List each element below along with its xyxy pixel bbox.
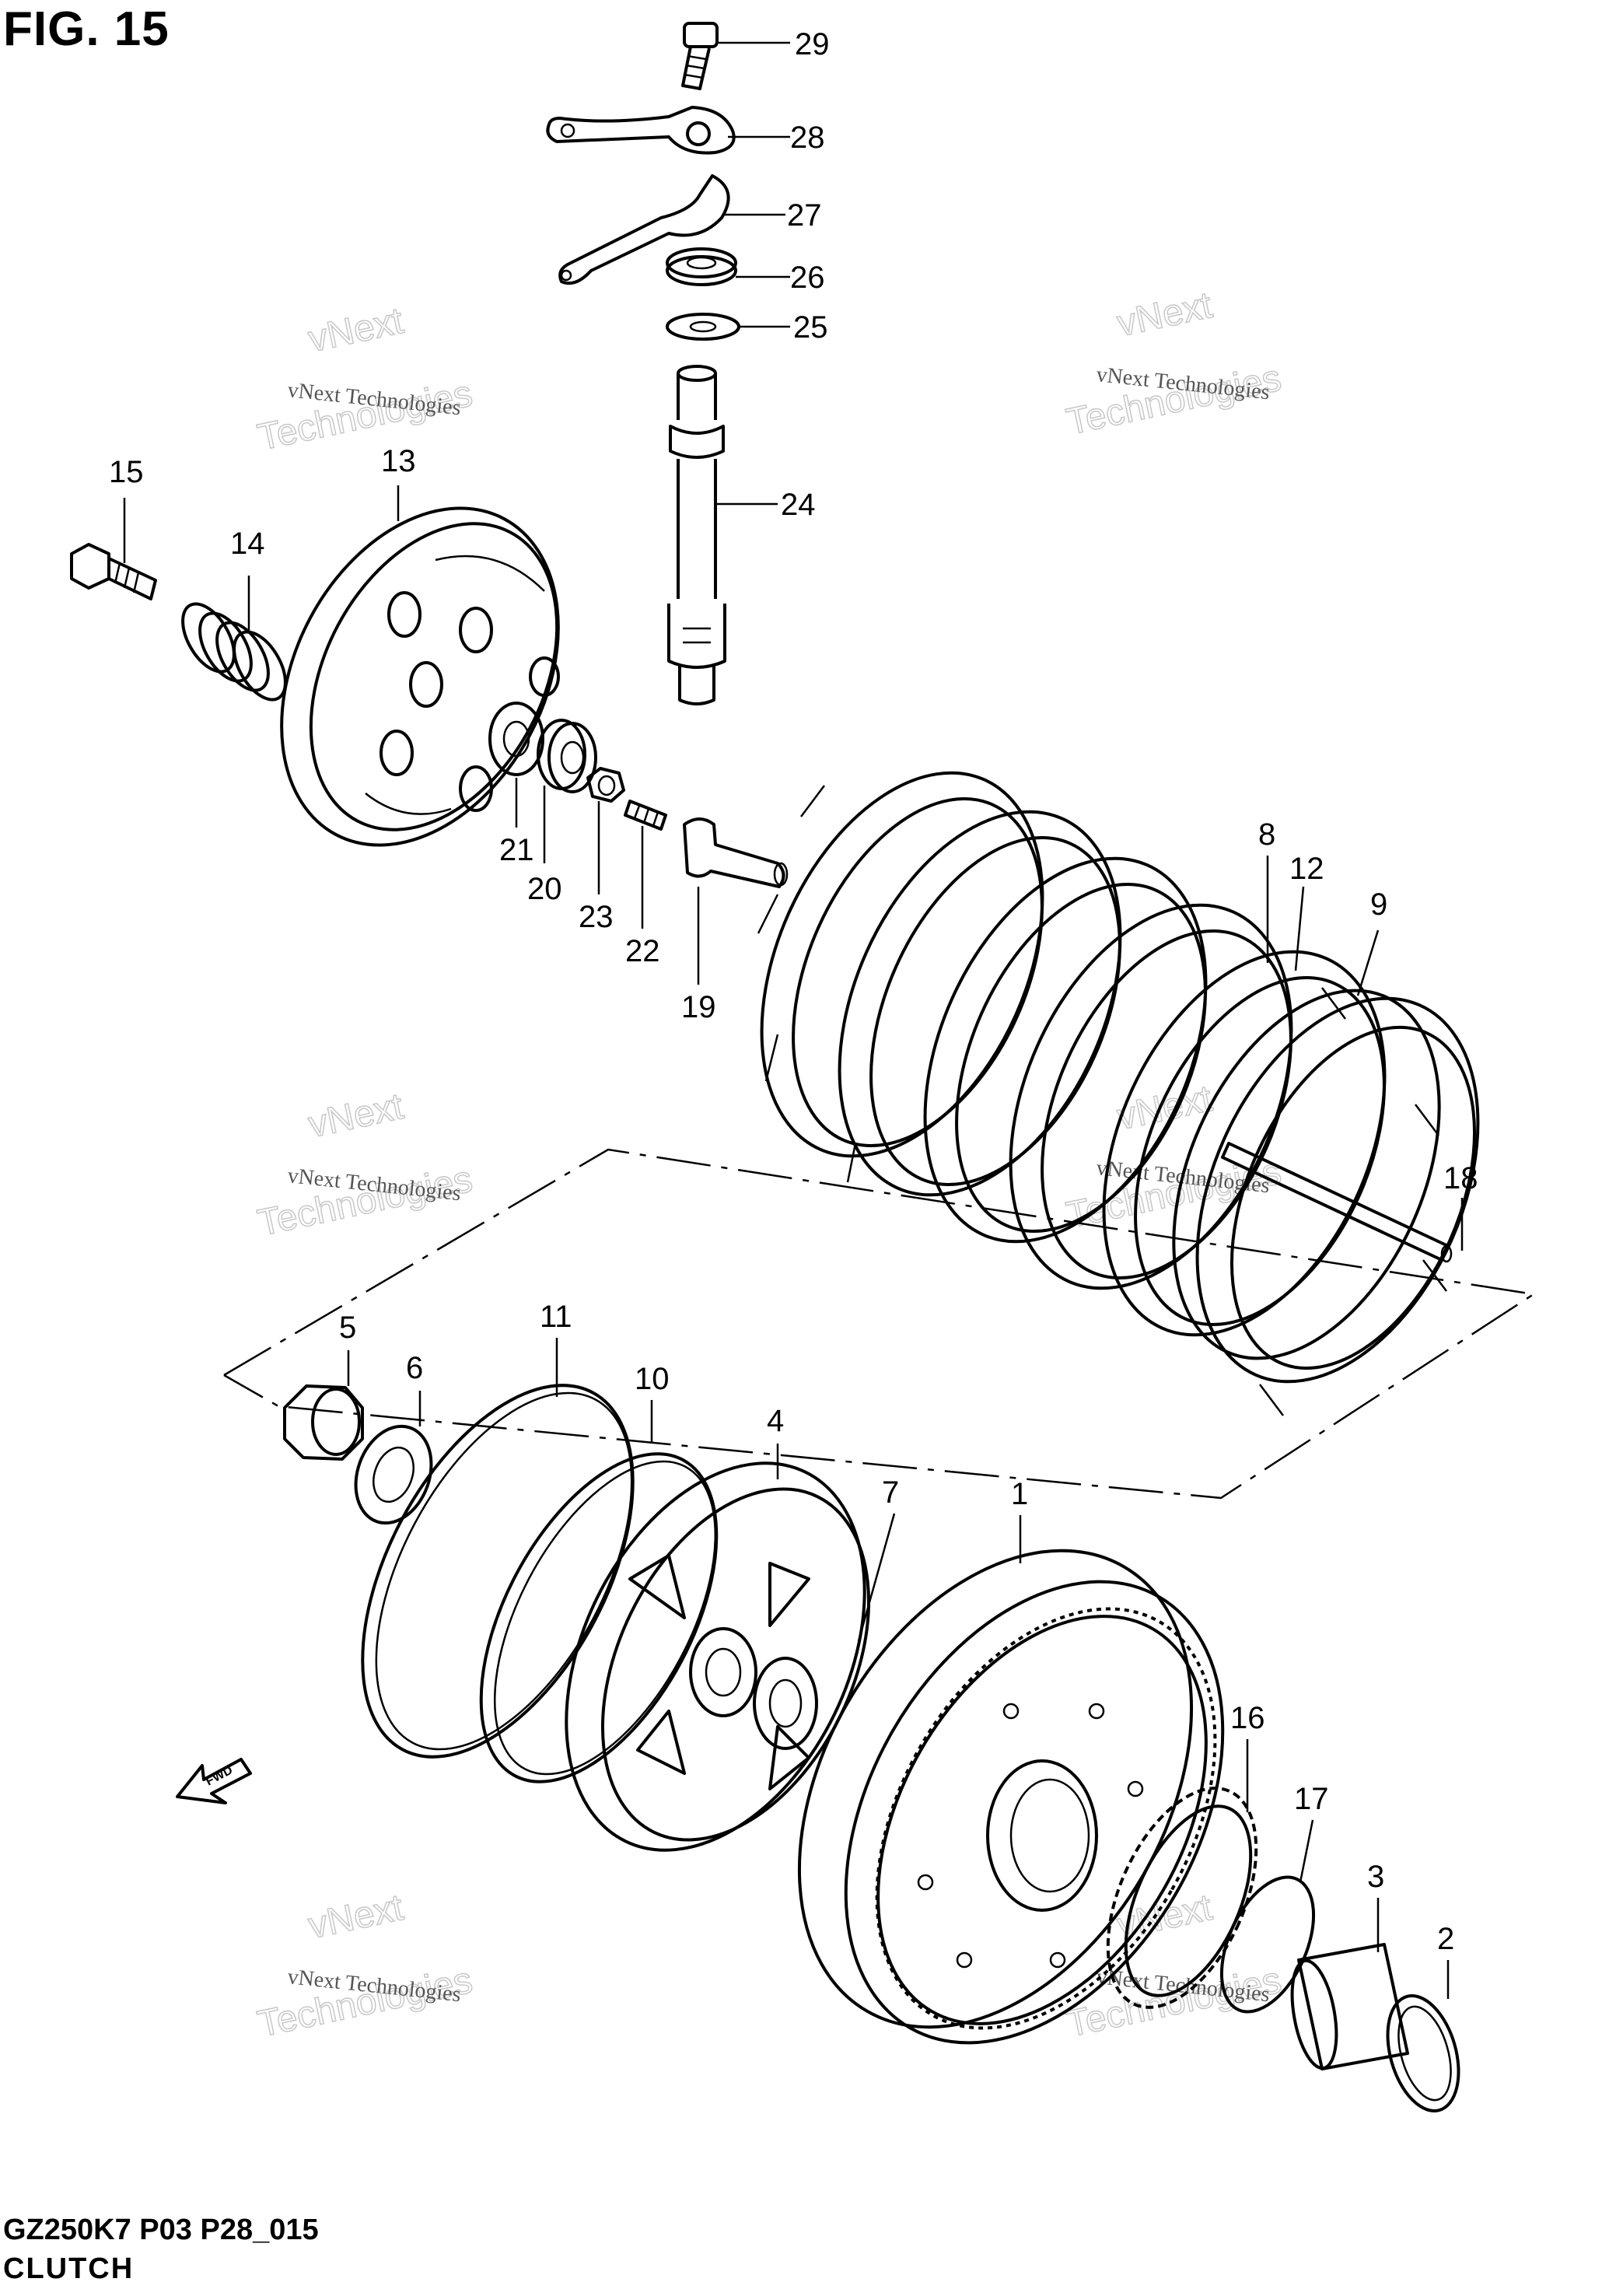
callout-18: 18 bbox=[1443, 1161, 1478, 1195]
part-11-wire-ring bbox=[361, 1384, 635, 1759]
watermark: vNext Technologies vNext Technologies bbox=[254, 1886, 477, 2046]
callout-4: 4 bbox=[767, 1404, 784, 1438]
callout-5: 5 bbox=[339, 1311, 356, 1345]
assembly-outline bbox=[223, 1148, 1537, 1500]
part-2-washer bbox=[1386, 1994, 1460, 2112]
part-26-oil-seal bbox=[666, 247, 737, 286]
part-21-washer bbox=[488, 702, 544, 776]
model-code: GZ250K7 P03 P28_015 bbox=[3, 2214, 319, 2246]
watermark: vNext Technologies vNext Technologies bbox=[1062, 1886, 1285, 2046]
part-1-clutch-housing bbox=[797, 1549, 1225, 2045]
watermark: vNext Technologies vNext Technologies bbox=[1062, 1077, 1285, 1237]
callout-3: 3 bbox=[1367, 1860, 1384, 1894]
part-7-thrust-washer bbox=[753, 1657, 818, 1750]
part-29-bolt bbox=[681, 22, 719, 90]
watermark-vnext: vNext bbox=[305, 1887, 407, 1947]
part-13-pressure-plate bbox=[280, 506, 560, 847]
figure-title: FIG. 15 bbox=[3, 2, 170, 56]
callout-7: 7 bbox=[882, 1475, 899, 1510]
callout-15: 15 bbox=[109, 455, 144, 489]
callout-1: 1 bbox=[1011, 1477, 1028, 1511]
callout-22: 22 bbox=[625, 934, 660, 968]
callout-16: 16 bbox=[1230, 1701, 1265, 1735]
leader-lines bbox=[123, 41, 1464, 1999]
part-20-bearing bbox=[537, 719, 597, 793]
callout-23: 23 bbox=[579, 900, 614, 934]
part-28-lever-arm bbox=[546, 106, 736, 155]
part-24-release-shaft bbox=[667, 365, 726, 705]
callout-21: 21 bbox=[499, 833, 534, 867]
watermark-vnext: vNext bbox=[1114, 285, 1215, 345]
part-27-return-spring bbox=[558, 174, 730, 285]
callout-10: 10 bbox=[635, 1362, 670, 1396]
callout-29: 29 bbox=[795, 27, 830, 61]
callout-13: 13 bbox=[381, 444, 416, 478]
callout-27: 27 bbox=[787, 198, 822, 233]
clutch-plate-stack bbox=[757, 771, 1480, 1416]
callout-25: 25 bbox=[793, 310, 828, 345]
section-name: CLUTCH bbox=[3, 2252, 135, 2285]
callout-2: 2 bbox=[1437, 1922, 1454, 1956]
part-3-spacer bbox=[1290, 1943, 1409, 2070]
callout-12: 12 bbox=[1289, 852, 1324, 886]
part-19-push-rod-piece bbox=[683, 817, 789, 888]
callout-28: 28 bbox=[790, 121, 825, 155]
watermark: vNext Technologies vNext Technologies bbox=[1062, 284, 1285, 443]
callout-20: 20 bbox=[527, 872, 562, 906]
part-22-pin bbox=[624, 800, 667, 831]
callout-19: 19 bbox=[681, 990, 716, 1024]
callout-26: 26 bbox=[790, 261, 825, 295]
part-23-nut bbox=[586, 767, 625, 803]
part-8-plate bbox=[1102, 950, 1387, 1337]
callout-14: 14 bbox=[230, 527, 265, 561]
callout-17: 17 bbox=[1294, 1782, 1329, 1816]
callout-11: 11 bbox=[540, 1300, 572, 1334]
callout-6: 6 bbox=[406, 1351, 423, 1385]
callout-24: 24 bbox=[781, 488, 816, 522]
part-10-spring-seat bbox=[479, 1452, 719, 1783]
callout-labels: 29 28 27 26 25 24 15 14 13 21 20 23 22 1… bbox=[109, 27, 1478, 1956]
part-14-spring bbox=[181, 602, 287, 702]
callout-9: 9 bbox=[1370, 887, 1387, 922]
part-5-spacer-nut bbox=[283, 1384, 364, 1461]
part-6-lock-washer bbox=[354, 1424, 433, 1525]
part-18-push-rod bbox=[1221, 1142, 1453, 1263]
part-15-bolt bbox=[70, 543, 157, 600]
watermark-vnext: vNext bbox=[305, 1086, 407, 1146]
fwd-arrow-icon: FWD bbox=[176, 1758, 252, 1804]
part-4-clutch-sleeve-hub bbox=[565, 1461, 871, 1852]
watermark: vNext Technologies vNext Technologies bbox=[254, 299, 477, 459]
part-25-washer bbox=[666, 313, 740, 341]
watermark: vNext Technologies vNext Technologies bbox=[254, 1085, 477, 1244]
callout-8: 8 bbox=[1258, 817, 1275, 852]
watermark-vnext: vNext bbox=[305, 300, 407, 360]
